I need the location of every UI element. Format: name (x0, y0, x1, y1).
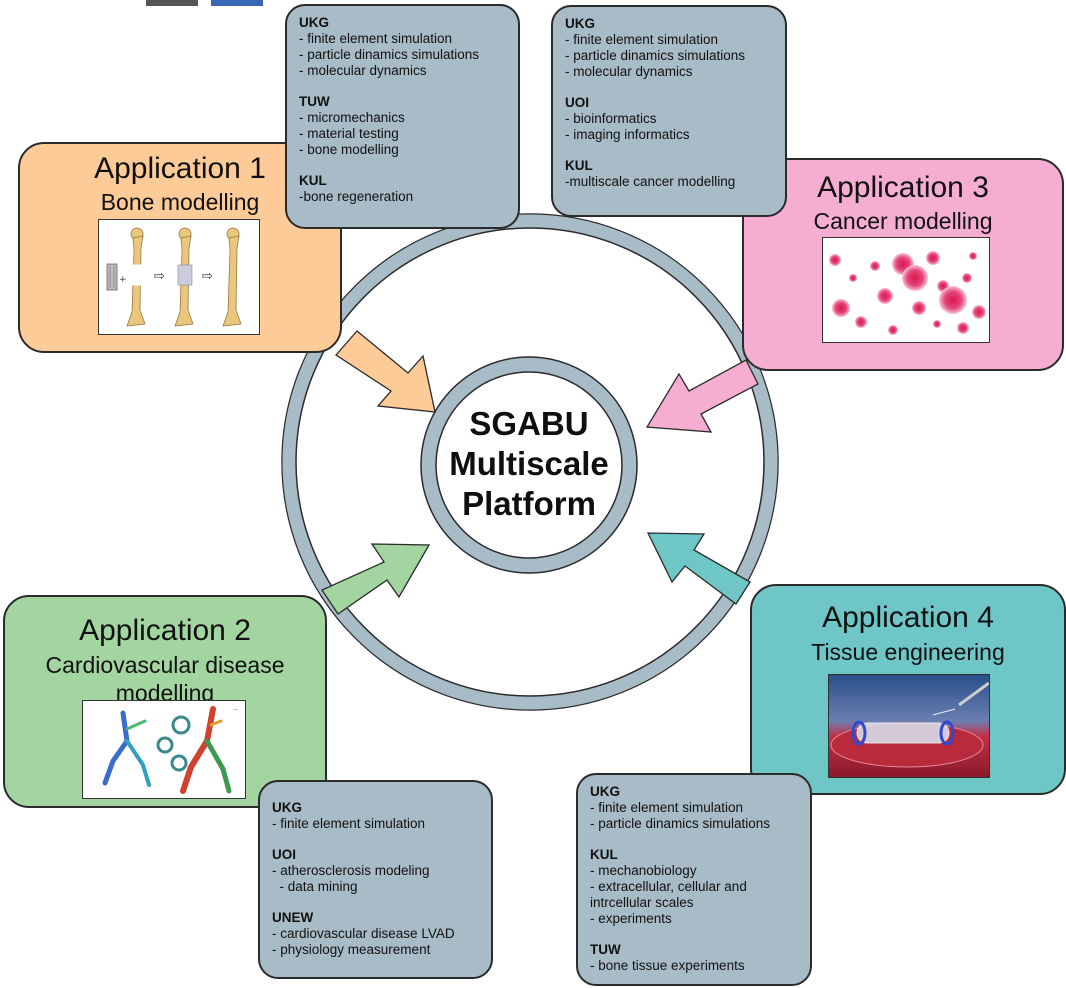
application-1-subtitle: Bone modelling (100, 189, 260, 215)
partner-item: - particle dinamics simulations (299, 47, 480, 62)
partner-item: - finite element simulation (590, 800, 744, 815)
partner-group: UKG - finite element simulation - partic… (299, 15, 506, 79)
partner-item: -multiscale cancer modelling (565, 174, 736, 189)
partners-tissue-engineering: UKG - finite element simulation - partic… (576, 773, 812, 986)
cancer-image (822, 237, 990, 343)
partners-cancer-modelling: UKG - finite element simulation - partic… (551, 5, 787, 217)
partner-group: KUL -multiscale cancer modelling (565, 158, 773, 190)
logo-fragment-gray (146, 0, 198, 6)
partner-group: TUW - micromechanics - material testing … (299, 94, 506, 158)
partner-name: UOI (272, 847, 297, 862)
svg-text:—: — (233, 707, 238, 713)
partner-name: KUL (590, 847, 618, 862)
platform-title-line-3: Platform (462, 485, 596, 522)
svg-text:+: + (119, 275, 127, 285)
platform-core (435, 371, 623, 559)
partner-name: TUW (299, 94, 330, 109)
partner-item: - micromechanics (299, 110, 405, 125)
partner-group: KUL -bone regeneration (299, 173, 506, 205)
application-2-subtitle-line-1: Cardiovascular disease (45, 652, 285, 678)
partner-item: - imaging informatics (565, 127, 690, 142)
partner-group: UOI - bioinformatics - imaging informati… (565, 95, 773, 143)
partner-item: - mechanobiology (590, 863, 697, 878)
application-1-title: Application 1 (94, 152, 266, 185)
partner-item: - physiology measurement (272, 942, 431, 957)
partner-item: - finite element simulation (272, 816, 426, 831)
svg-text:⇨: ⇨ (154, 269, 165, 284)
partner-item: - atherosclerosis modeling (272, 863, 430, 878)
partner-group: TUW - bone tissue experiments (590, 942, 798, 974)
arrow-cardiovascular (321, 543, 431, 615)
partner-item: - particle dinamics simulations (590, 816, 771, 831)
partner-group: KUL - mechanobiology - extracellular, ce… (590, 847, 798, 927)
partner-item: - data mining (272, 879, 358, 894)
partner-item: intrcellular scales (590, 895, 694, 910)
platform-title-line-2: Multiscale (449, 445, 609, 482)
partner-item: - bone tissue experiments (590, 958, 745, 973)
partners-bone-modelling: UKG - finite element simulation - partic… (285, 4, 520, 229)
partner-item: - finite element simulation (565, 32, 719, 47)
platform-title: SGABU Multiscale Platform (429, 404, 629, 524)
partner-group: UNEW - cardiovascular disease LVAD - phy… (272, 910, 479, 958)
partner-item: - finite element simulation (299, 31, 453, 46)
cardiovascular-image: — (82, 700, 246, 799)
arrow-cancer-modelling (645, 359, 759, 433)
svg-text:⇨: ⇨ (202, 269, 213, 284)
partner-item: - material testing (299, 126, 399, 141)
partner-name: UNEW (272, 910, 314, 925)
application-3-title: Application 3 (817, 171, 989, 204)
partner-item: - extracellular, cellular and (590, 879, 747, 894)
partner-item: - bone modelling (299, 142, 399, 157)
partner-item: - particle dinamics simulations (565, 48, 746, 63)
partner-name: UKG (272, 800, 302, 815)
partner-name: KUL (565, 158, 593, 173)
partner-item: - cardiovascular disease LVAD (272, 926, 455, 941)
arrow-bone-modelling (335, 330, 436, 413)
partner-name: TUW (590, 942, 621, 957)
partner-group: UKG - finite element simulation - partic… (590, 784, 798, 832)
outer-ring-fill (282, 214, 778, 710)
partner-group: UKG - finite element simulation (272, 800, 479, 832)
partner-name: UKG (590, 784, 620, 799)
partner-name: UOI (565, 95, 590, 110)
logo-fragment-blue (211, 0, 263, 6)
partner-item: - molecular dynamics (299, 63, 427, 78)
partner-name: KUL (299, 173, 327, 188)
application-4-title: Application 4 (822, 601, 994, 634)
partner-group: UKG - finite element simulation - partic… (565, 16, 773, 80)
partner-name: UKG (565, 16, 595, 31)
application-4-subtitle: Tissue engineering (811, 639, 1005, 665)
partner-item: - molecular dynamics (565, 64, 693, 79)
partner-group: UOI - atherosclerosis modeling - data mi… (272, 847, 479, 895)
partners-cardiovascular: UKG - finite element simulation UOI - at… (258, 780, 493, 979)
tissue-engineering-image (828, 674, 990, 778)
partner-item: - experiments (590, 911, 672, 926)
bone-image: + ⇨ ⇨ (98, 219, 260, 335)
partner-item: -bone regeneration (299, 189, 414, 204)
arrow-tissue-engineering (646, 532, 751, 605)
platform-title-line-1: SGABU (469, 405, 589, 442)
application-3-subtitle: Cancer modelling (813, 208, 993, 234)
partner-item: - bioinformatics (565, 111, 657, 126)
outer-ring (281, 213, 779, 711)
partner-name: UKG (299, 15, 329, 30)
application-2-title: Application 2 (79, 614, 251, 647)
